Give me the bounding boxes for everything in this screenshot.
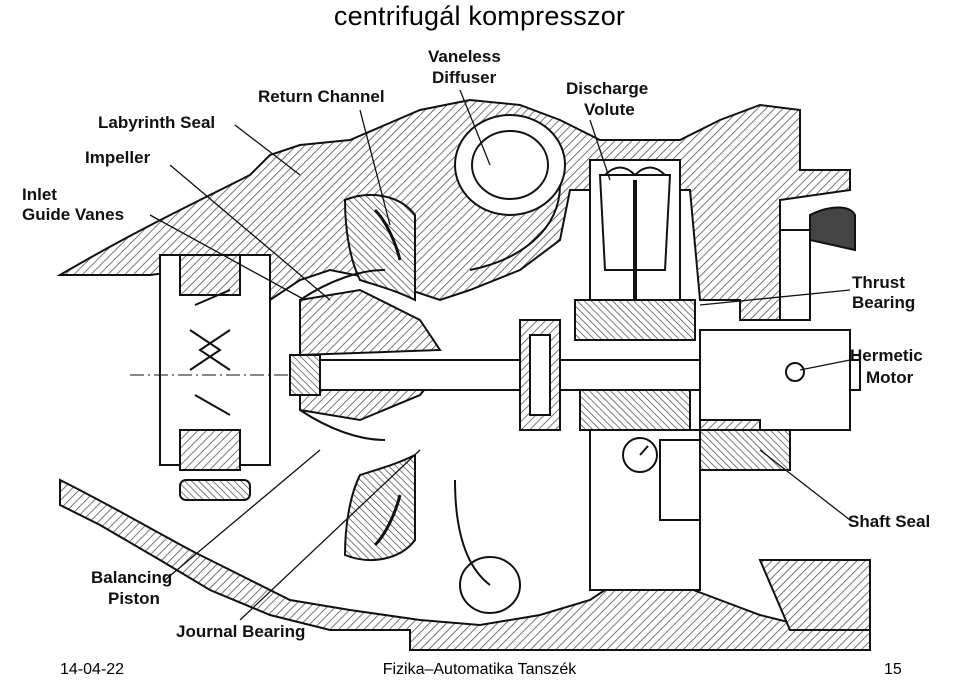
label-vaneless-diffuser-1: Vaneless <box>428 47 501 66</box>
label-inlet-guide-vanes-1: Inlet <box>22 185 57 204</box>
label-inlet-guide-vanes-2: Guide Vanes <box>22 205 124 224</box>
label-shaft-seal: Shaft Seal <box>848 512 930 531</box>
label-thrust-bearing-1: Thrust <box>852 273 905 292</box>
label-vaneless-diffuser-2: Diffuser <box>432 68 497 87</box>
discharge-chamber <box>589 159 681 301</box>
label-discharge-volute-2: Volute <box>584 100 635 119</box>
label-balancing-piston-1: Balancing <box>91 568 172 587</box>
discharge-volute <box>454 114 566 271</box>
label-hermetic-motor-1: Hermetic <box>850 346 923 365</box>
diagram-labels: Vaneless Diffuser Return Channel Dischar… <box>22 47 930 641</box>
label-balancing-piston-2: Piston <box>108 589 160 608</box>
return-channel <box>343 194 416 561</box>
label-return-channel: Return Channel <box>258 87 385 106</box>
label-labyrinth-seal: Labyrinth Seal <box>98 113 215 132</box>
page-number: 15 <box>884 661 902 678</box>
thrust-bearing <box>519 299 696 431</box>
label-hermetic-motor-2: Motor <box>866 368 914 387</box>
inlet-guide-vanes <box>159 254 271 501</box>
label-discharge-volute-1: Discharge <box>566 79 648 98</box>
footer-date: 14-04-22 <box>60 661 125 678</box>
footer-department: Fizika–Automatika Tanszék <box>382 661 577 678</box>
label-thrust-bearing-2: Bearing <box>852 293 915 312</box>
lower-volute <box>454 479 521 614</box>
label-impeller: Impeller <box>85 148 151 167</box>
leader-lines <box>149 89 851 621</box>
compressor-cross-section-diagram: Vaneless Diffuser Return Channel Dischar… <box>22 47 930 651</box>
label-journal-bearing: Journal Bearing <box>176 622 305 641</box>
slide-title: centrifugál kompresszor <box>333 1 626 31</box>
lower-assembly <box>589 429 871 631</box>
